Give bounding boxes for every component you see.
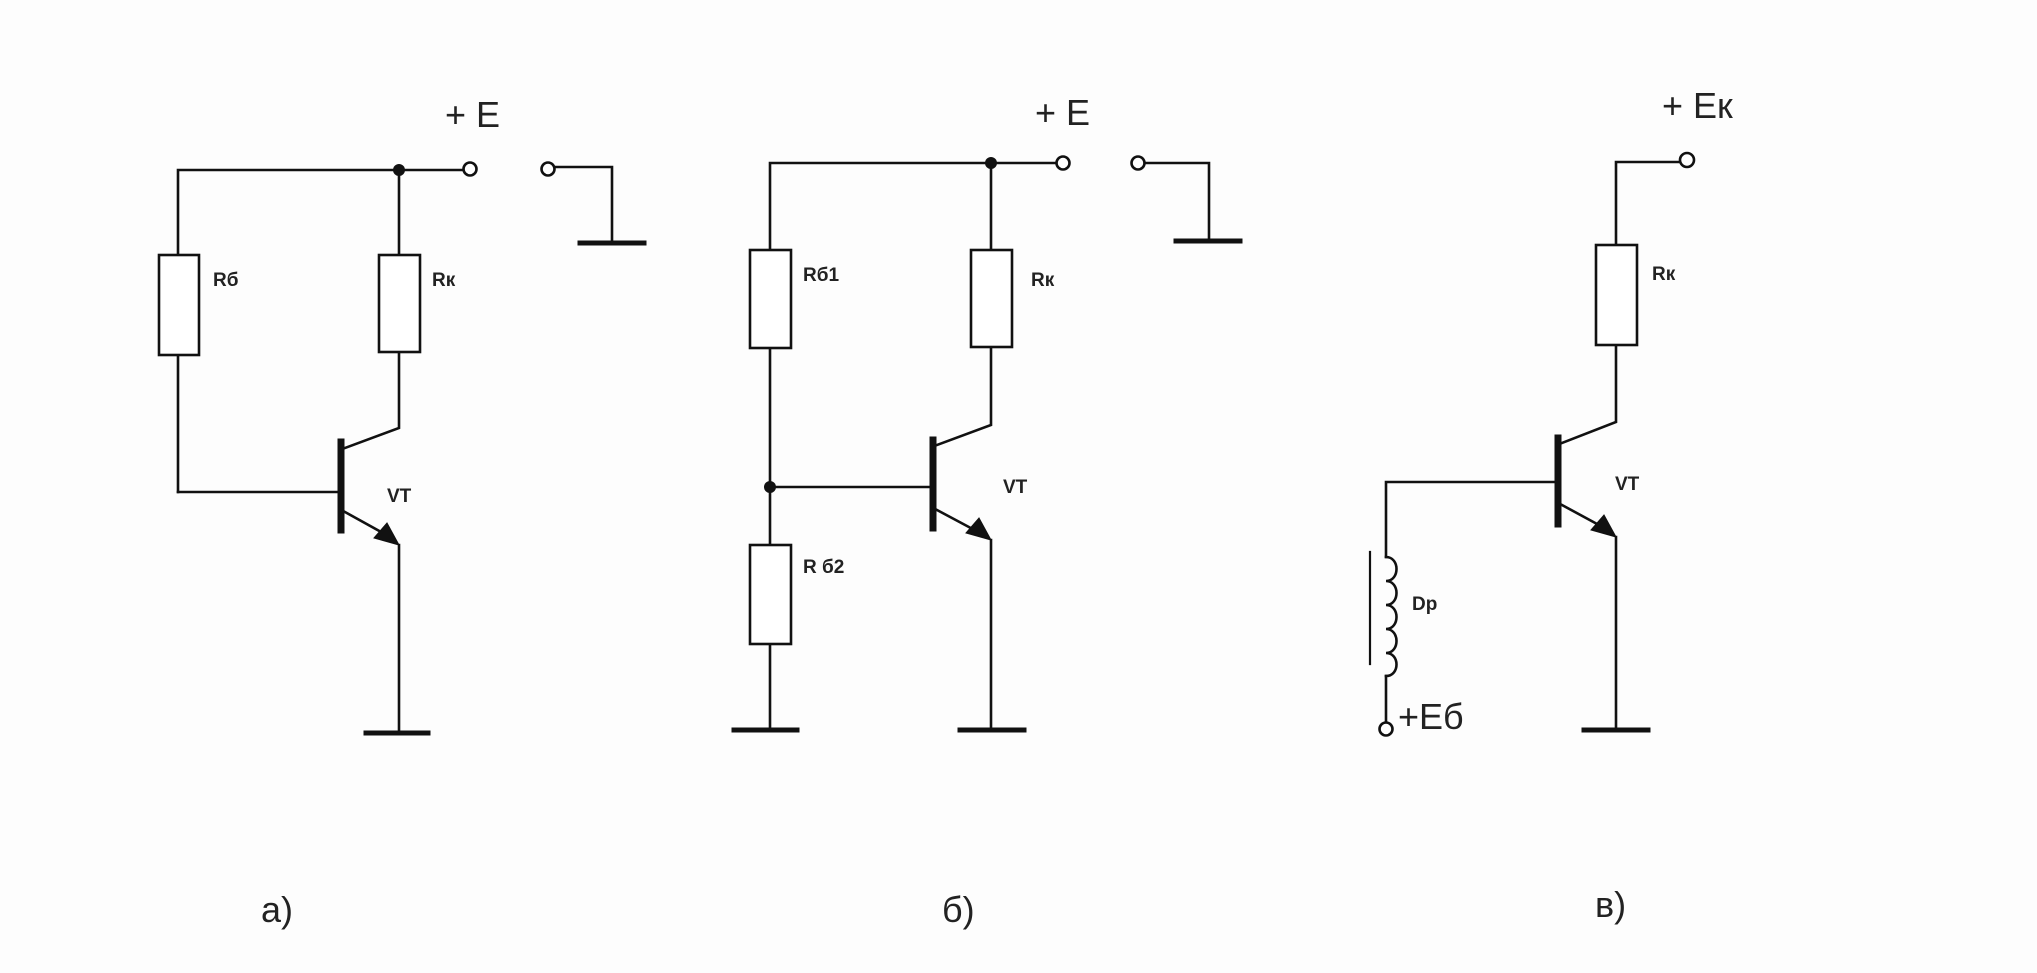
- circuit-b-collector-resistor: [969, 248, 1014, 349]
- circuit-c-choke-coil-icon: [1384, 555, 1398, 678]
- circuit-c-caption: в): [1595, 884, 1626, 925]
- circuit-a-base-resistor: [157, 253, 201, 357]
- circuit-b-caption: б): [942, 889, 975, 930]
- circuit-a-base-resistor-label: Rб: [213, 270, 238, 291]
- circuit-c-collector-resistor: [1594, 243, 1639, 347]
- circuit-c-base-supply-terminal: [1378, 721, 1394, 737]
- circuit-c-collector-supply-terminal: [1678, 151, 1696, 169]
- circuit-a-wires: [176, 165, 614, 734]
- circuit-b-upper-base-resistor-label: Rб1: [803, 265, 839, 286]
- circuit-a-emitter-arrow-icon: [373, 522, 401, 546]
- circuit-c-transistor-label: VT: [1615, 474, 1640, 495]
- circuit-c-choke-label: Dp: [1412, 594, 1437, 615]
- circuit-a-collector-resistor-label: Rк: [432, 270, 456, 291]
- circuit-b-emitter-arrow-icon: [965, 517, 993, 541]
- circuit-b-upper-base-resistor: [748, 248, 793, 350]
- circuit-b-supply-label: + E: [1035, 92, 1090, 133]
- circuit-b-lower-base-resistor: [748, 543, 793, 646]
- circuit-c-base-supply-label: +Eб: [1398, 696, 1464, 737]
- circuit-a-ground-terminal: [540, 161, 556, 177]
- circuit-b-transistor-label: VT: [1003, 477, 1028, 498]
- circuit-c-collector-resistor-label: Rк: [1652, 264, 1676, 285]
- circuit-b-divider-junction-dot: [764, 481, 776, 493]
- circuit-a-junction-dot: [393, 164, 405, 176]
- circuit-b-ground-terminal: [1130, 155, 1146, 171]
- circuit-b-lower-base-resistor-label: R б2: [803, 557, 844, 578]
- circuit-b-wires: [768, 161, 1211, 731]
- circuit-a-supply-label: + E: [445, 94, 500, 135]
- circuit-b-collector-resistor-label: Rк: [1031, 270, 1055, 291]
- circuit-b: + E Rб1 R б2 Rк VT б): [731, 92, 1243, 930]
- circuit-a-supply-terminal: [462, 161, 478, 177]
- circuit-a-caption: а): [261, 889, 293, 930]
- circuit-a: + E Rб Rк VT а): [157, 94, 647, 930]
- circuit-a-collector-resistor: [377, 253, 422, 354]
- circuit-c-wires: [1384, 160, 1684, 731]
- circuit-c-emitter-arrow-icon: [1590, 514, 1618, 538]
- circuit-c-collector-supply-label: + Eк: [1662, 85, 1733, 126]
- circuit-c: + Eк Rк VT Dp +Eб в): [1368, 85, 1733, 925]
- circuit-a-transistor-label: VT: [387, 486, 412, 507]
- circuit-b-top-junction-dot: [985, 157, 997, 169]
- circuit-b-supply-terminal: [1055, 155, 1071, 171]
